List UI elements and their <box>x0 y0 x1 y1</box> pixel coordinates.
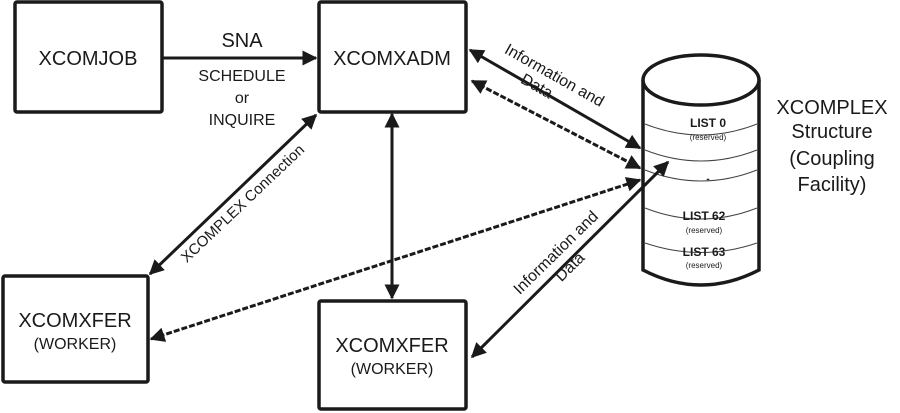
node-xcomxadm: XCOMXADM <box>317 0 468 114</box>
list-0-note: (reserved) <box>690 133 727 142</box>
worker-bottom-title: XCOMXFER <box>335 335 448 357</box>
edge-job-to-adm: SNA SCHEDULE or INQUIRE <box>162 30 318 129</box>
cylinder-top <box>641 53 761 107</box>
edge-worker-bottom-to-structure: Information and Data <box>470 160 670 359</box>
edge-adm-to-worker-left: XCOMPLEX Connection <box>148 113 318 276</box>
structure-caption: XCOMPLEX Structure (Coupling Facility) <box>776 97 887 196</box>
arrow-adm-to-structure-dashed <box>470 79 642 170</box>
node-worker-bottom: XCOMXFER (WORKER) <box>317 299 468 411</box>
worker-bottom-subtitle: (WORKER) <box>351 361 434 378</box>
list-63-label: LIST 63 <box>683 245 726 259</box>
arrow-adm-to-worker-left <box>148 113 318 276</box>
worker-left-subtitle: (WORKER) <box>34 336 117 353</box>
band-line <box>644 123 758 136</box>
edge-label-info2-line1: Information and <box>511 208 602 298</box>
xcomxadm-title: XCOMXADM <box>333 48 451 70</box>
structure-caption-line: XCOMPLEX <box>776 97 887 119</box>
node-xcomjob: XCOMJOB <box>13 0 164 114</box>
edge-label-or: or <box>235 90 250 107</box>
structure-caption-line: (Coupling <box>789 148 875 170</box>
edge-label-sna: SNA <box>221 30 263 52</box>
edge-label-schedule: SCHEDULE <box>198 68 285 85</box>
worker-left-box <box>1 274 150 384</box>
xcomjob-title: XCOMJOB <box>39 48 138 70</box>
edge-label-xcomplex-connection: XCOMPLEX Connection <box>178 141 308 266</box>
structure-caption-line: Facility) <box>798 174 867 196</box>
xcomxadm-box <box>317 0 468 114</box>
list-0-label: LIST 0 <box>690 116 726 130</box>
list-63-note: (reserved) <box>686 261 723 270</box>
list-62-note: (reserved) <box>686 226 723 235</box>
arrow-adm-to-structure <box>468 48 642 150</box>
structure-caption-line: Structure <box>791 121 872 143</box>
list-separator-mark: - <box>706 174 709 185</box>
list-62-label: LIST 62 <box>683 209 726 223</box>
arrow-worker-bottom-to-structure <box>470 160 670 359</box>
worker-left-title: XCOMXFER <box>18 310 131 332</box>
edge-label-inquire: INQUIRE <box>209 112 276 129</box>
band-line <box>644 149 758 162</box>
node-worker-left: XCOMXFER (WORKER) <box>1 274 150 384</box>
